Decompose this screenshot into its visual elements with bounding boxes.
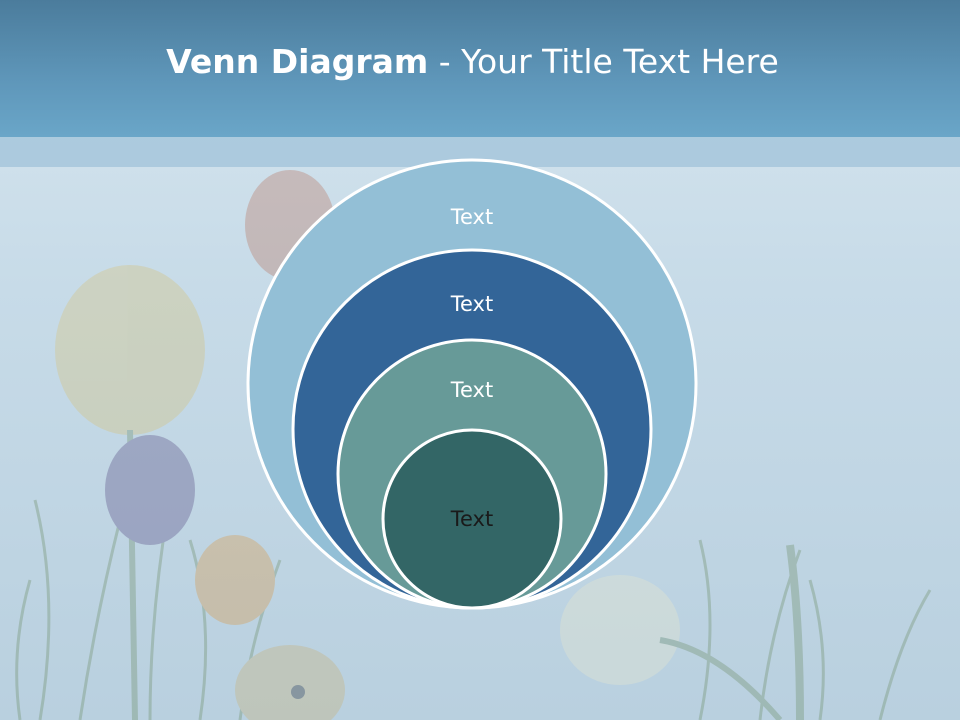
venn-label-outer[interactable]: Text [450,205,494,229]
venn-circle-inner[interactable] [381,428,563,610]
venn-label-third[interactable]: Text [450,378,494,402]
venn-label-second[interactable]: Text [450,292,494,316]
slide-title-rest: - Your Title Text Here [428,42,779,81]
slide-title[interactable]: Venn Diagram - Your Title Text Here [0,40,945,84]
title-header-band [0,0,960,137]
slide-title-bold: Venn Diagram [166,42,429,81]
venn-label-inner[interactable]: Text [450,507,494,531]
